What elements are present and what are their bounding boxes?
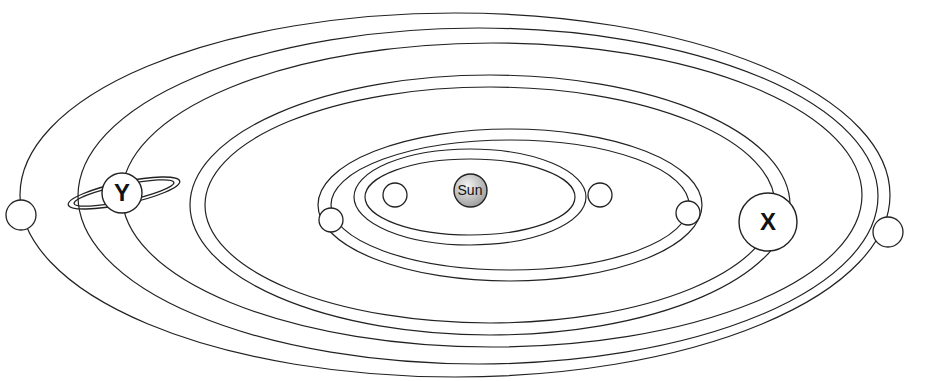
orbit	[365, 159, 575, 235]
planet	[319, 208, 343, 232]
orbit	[190, 75, 790, 335]
orbit	[20, 13, 890, 377]
orbit	[205, 87, 775, 323]
planet-label: Sun	[458, 183, 483, 197]
planet-label: X	[760, 210, 776, 234]
saturn-ring	[66, 170, 182, 215]
planet	[676, 201, 700, 225]
planet-label: Y	[114, 181, 130, 205]
planet-circle: X	[738, 192, 798, 252]
planet-circle: Y	[101, 172, 143, 214]
orbit	[331, 140, 689, 270]
planet	[873, 217, 903, 247]
orbit	[122, 43, 862, 347]
planet	[383, 183, 407, 207]
planet	[6, 200, 36, 230]
planet	[588, 183, 612, 207]
sun-circle: Sun	[453, 173, 488, 208]
orbit	[354, 149, 586, 245]
orbit	[318, 129, 702, 281]
orbit	[78, 28, 878, 364]
